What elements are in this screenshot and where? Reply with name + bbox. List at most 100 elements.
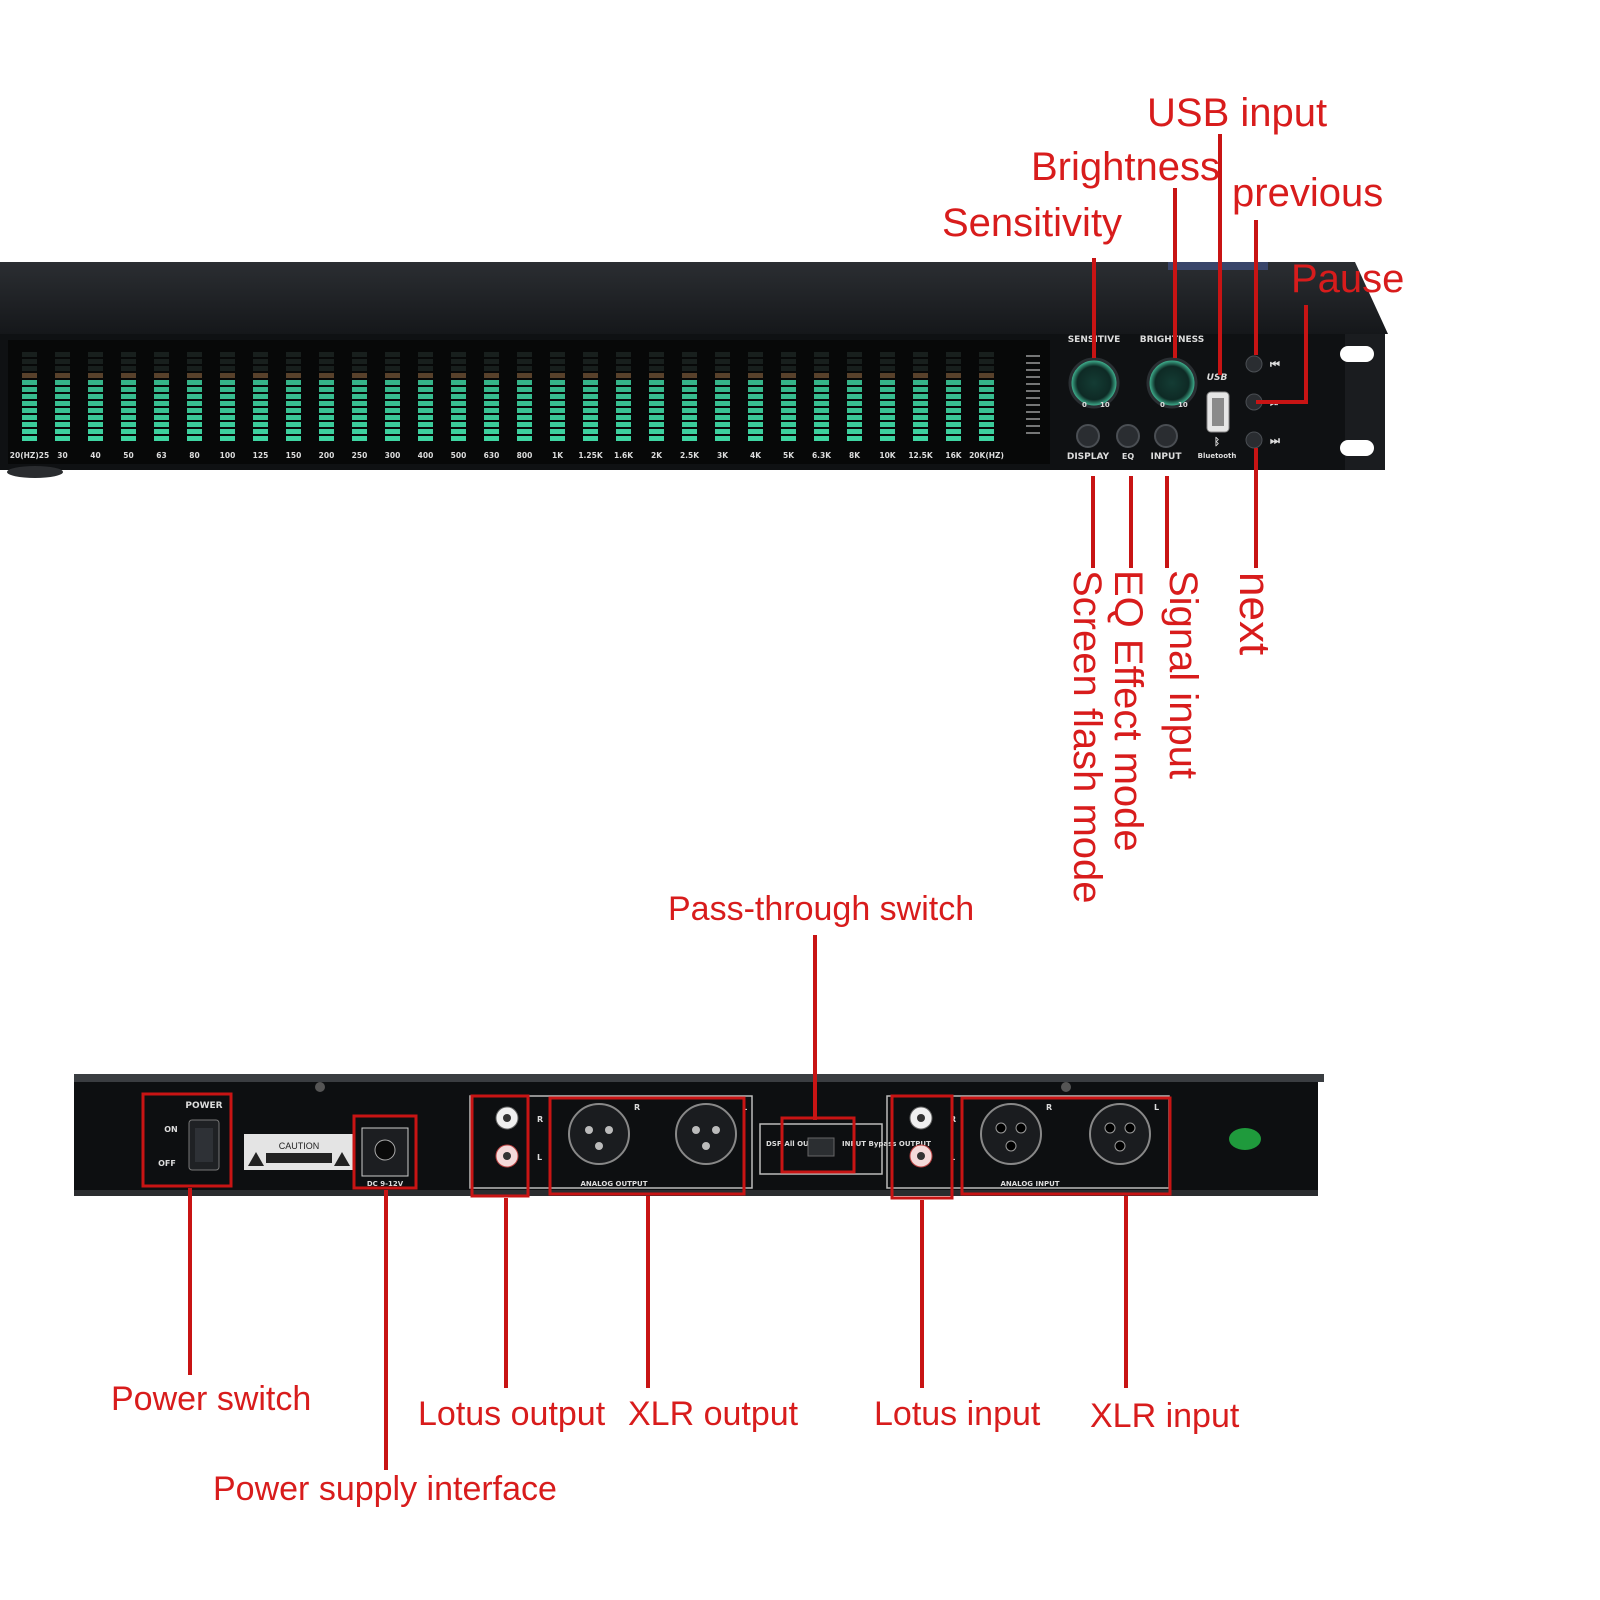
eq-bar-segment (781, 352, 796, 357)
screen-flash-mode-callout: Screen flash mode (1065, 570, 1109, 904)
eq-bar-segment (748, 422, 763, 427)
eq-bar-segment (352, 408, 367, 413)
eq-bar-segment (253, 373, 268, 378)
xlr-output-r[interactable] (568, 1103, 630, 1165)
eq-bar-segment (220, 436, 235, 441)
eq-bar-segment (121, 429, 136, 434)
xlr-input-l[interactable] (1089, 1103, 1151, 1165)
eq-bar-segment (814, 408, 829, 413)
eq-bar-segment (418, 415, 433, 420)
status-led (1229, 1128, 1261, 1150)
eq-bar-segment (484, 429, 499, 434)
eq-bar-segment (220, 366, 235, 371)
eq-bar-segment (55, 401, 70, 406)
eq-bar-segment (154, 373, 169, 378)
xlr-input-r[interactable] (980, 1103, 1042, 1165)
eq-bar-segment (22, 359, 37, 364)
dc-power-jack[interactable] (374, 1139, 396, 1161)
pass-through-toggle[interactable] (807, 1137, 835, 1157)
frequency-label: 50 (123, 451, 133, 460)
rack-hole (1340, 440, 1374, 456)
eq-bar-segment (253, 387, 268, 392)
sensitivity-knob[interactable] (1068, 357, 1120, 409)
eq-bar-segment (946, 359, 961, 364)
eq-bar-segment (187, 415, 202, 420)
eq-bar-segment (484, 394, 499, 399)
eq-bar-segment (847, 429, 862, 434)
frequency-label: 500 (451, 451, 467, 460)
eq-bar-segment (781, 415, 796, 420)
eq-bar-segment (484, 387, 499, 392)
eq-bar-segment (154, 387, 169, 392)
previous-button[interactable] (1245, 355, 1263, 373)
channel-r-label: R (1046, 1103, 1052, 1112)
eq-bar-segment (220, 387, 235, 392)
eq-bar-segment (88, 422, 103, 427)
next-button[interactable] (1245, 431, 1263, 449)
eq-bar-segment (583, 352, 598, 357)
eq-bar-segment (352, 380, 367, 385)
frequency-label: 125 (253, 451, 269, 460)
eq-bar-segment (748, 394, 763, 399)
eq-bar-segment (649, 380, 664, 385)
frequency-label: 5K (783, 451, 795, 460)
eq-bar-segment (154, 429, 169, 434)
eq-button[interactable] (1116, 424, 1140, 448)
eq-bar-segment (517, 429, 532, 434)
eq-bar-segment (616, 359, 631, 364)
eq-bar-segment (220, 408, 235, 413)
eq-bar-segment (979, 422, 994, 427)
eq-bar-segment (418, 366, 433, 371)
eq-bar-segment (352, 373, 367, 378)
display-button[interactable] (1076, 424, 1100, 448)
eq-bar-segment (847, 401, 862, 406)
sensitivity-callout: Sensitivity (942, 201, 1122, 245)
eq-bar-segment (88, 401, 103, 406)
eq-bar-segment (682, 380, 697, 385)
signal-input-callout: Signal input (1161, 570, 1205, 779)
eq-bar-segment (286, 422, 301, 427)
eq-bar-segment (946, 394, 961, 399)
frequency-label: 250 (352, 451, 368, 460)
eq-bar-segment (979, 394, 994, 399)
eq-bar-segment (451, 422, 466, 427)
eq-bar-segment (88, 436, 103, 441)
eq-bar-segment (319, 394, 334, 399)
eq-bar-segment (286, 415, 301, 420)
eq-bar-segment (385, 394, 400, 399)
eq-bar-segment (682, 373, 697, 378)
eq-bar-segment (418, 408, 433, 413)
eq-bar-segment (352, 401, 367, 406)
eq-bar-segment (715, 387, 730, 392)
eq-bar-segment (154, 380, 169, 385)
frequency-label: 100 (220, 451, 236, 460)
eq-bar-segment (253, 366, 268, 371)
eq-bar-segment (121, 422, 136, 427)
eq-bar-segment (715, 373, 730, 378)
eq-bar-segment (517, 352, 532, 357)
eq-bar-segment (286, 359, 301, 364)
eq-bar-segment (88, 408, 103, 413)
eq-bar-segment (220, 352, 235, 357)
eq-bar-segment (352, 415, 367, 420)
eq-bar-segment (979, 352, 994, 357)
eq-bar-segment (88, 359, 103, 364)
brightness-knob[interactable] (1146, 357, 1198, 409)
eq-bar-segment (22, 401, 37, 406)
eq-bar-segment (187, 394, 202, 399)
eq-bar-segment (187, 380, 202, 385)
eq-bar-segment (55, 373, 70, 378)
eq-bar-segment (352, 429, 367, 434)
eq-bar-segment (121, 352, 136, 357)
eq-bar-segment (286, 394, 301, 399)
eq-bar-segment (418, 352, 433, 357)
eq-bar-segment (748, 429, 763, 434)
eq-bar-segment (319, 436, 334, 441)
eq-bar-segment (781, 394, 796, 399)
eq-bar-segment (682, 436, 697, 441)
input-button[interactable] (1154, 424, 1178, 448)
xlr-output-l[interactable] (675, 1103, 737, 1165)
eq-bar-segment (583, 429, 598, 434)
frequency-label: 20K(HZ) (969, 451, 1004, 460)
eq-bar-segment (880, 359, 895, 364)
